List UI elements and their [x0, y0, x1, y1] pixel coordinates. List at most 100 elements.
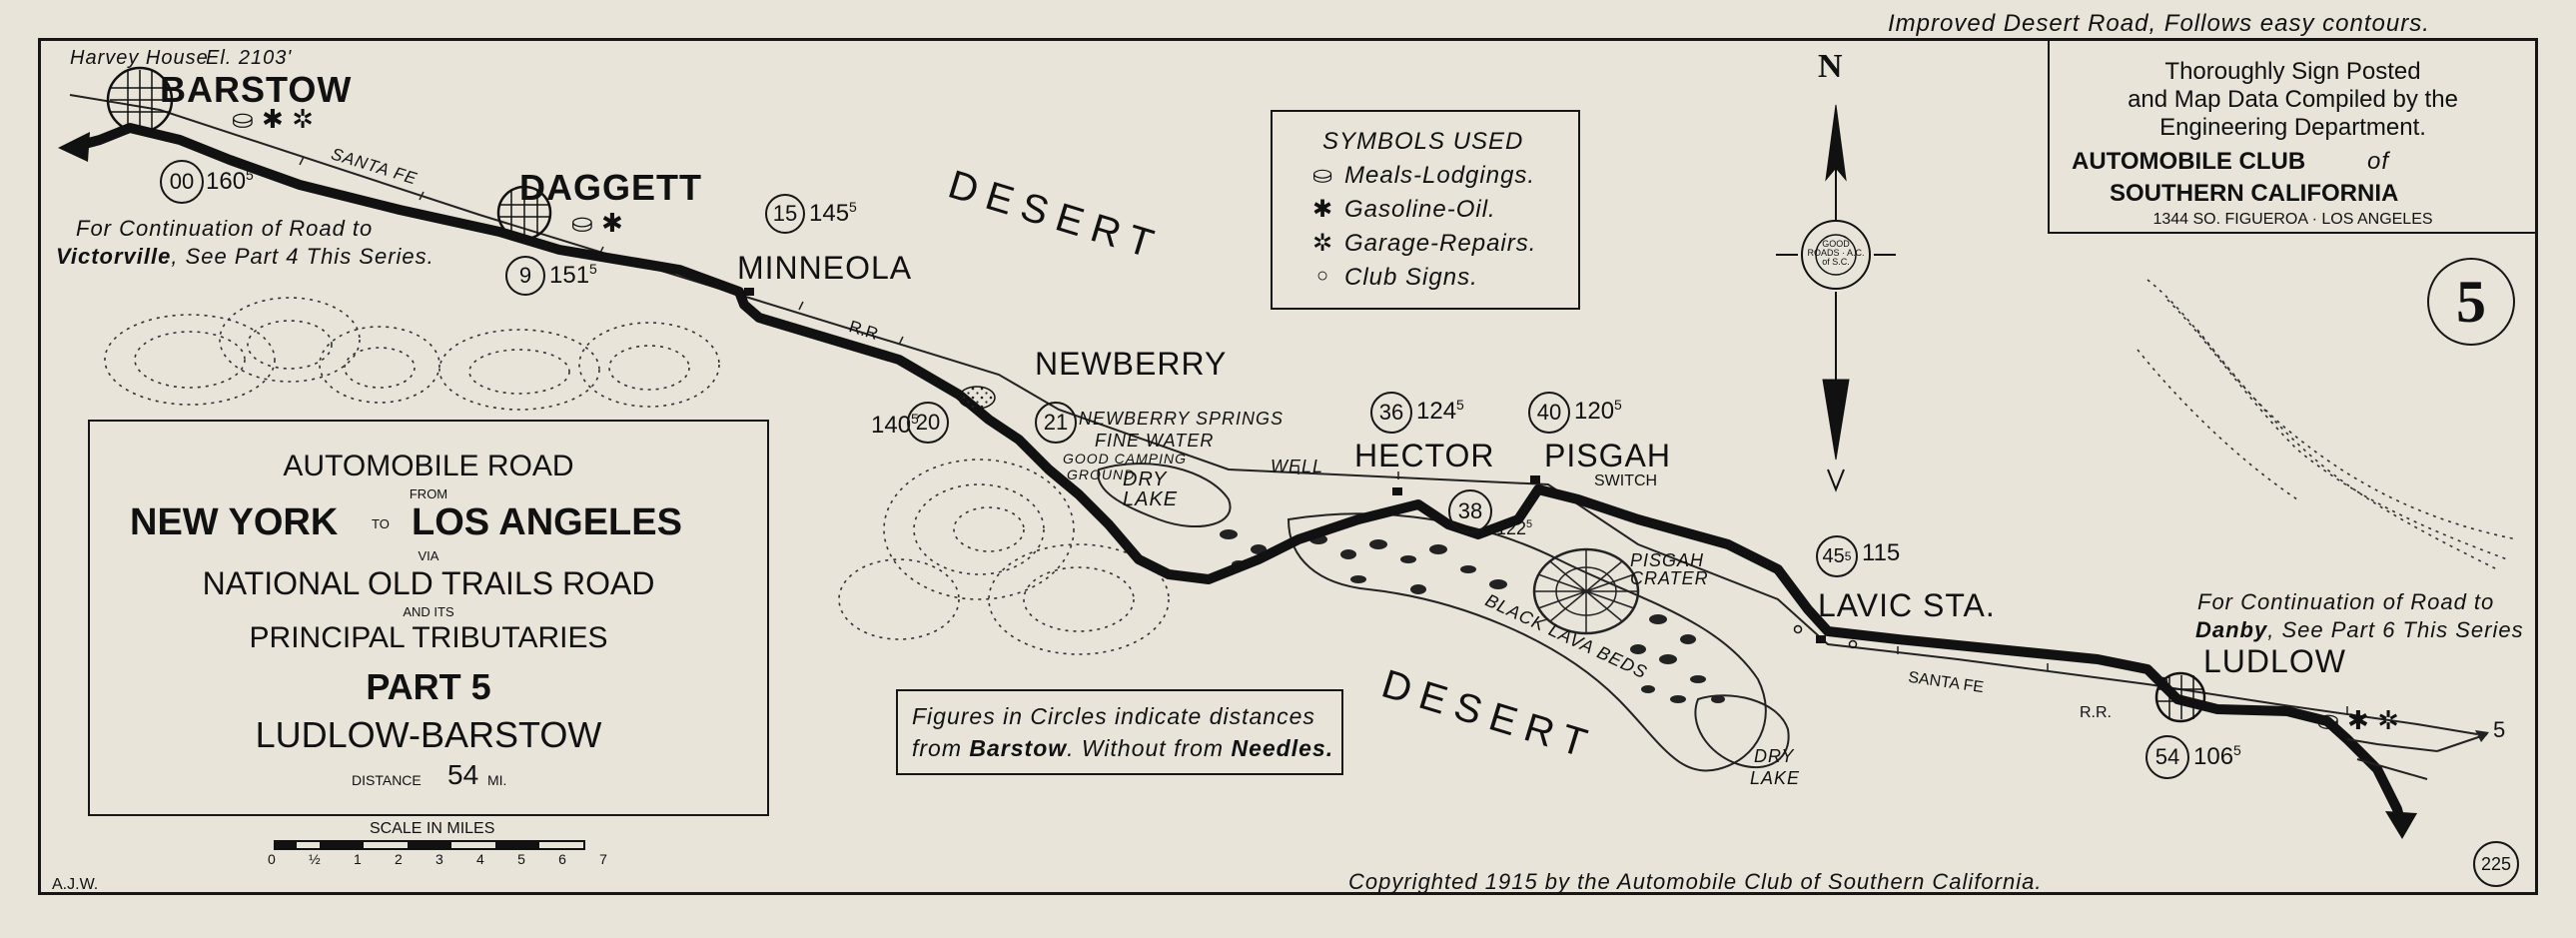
ludlow-needles-miles: 1065	[2193, 743, 2241, 769]
minneola-num: 145	[809, 200, 850, 227]
map-initials: A.J.W.	[52, 876, 99, 893]
club-credit-box: Thoroughly Sign Posted and Map Data Comp…	[2048, 38, 2538, 234]
note-from: from	[912, 735, 962, 761]
railroad-ties	[299, 156, 2348, 714]
continuation-west-line2: Victorville, See Part 4 This Series.	[56, 246, 434, 268]
rr-label-east: R.R.	[2080, 704, 2112, 721]
continuation-danby: Danby	[2195, 617, 2268, 642]
club-name-a: AUTOMOBILE CLUB	[2072, 148, 2306, 175]
compass-north-label: N	[1818, 48, 1843, 85]
club-credit-line1: Thoroughly Sign Posted	[2164, 58, 2421, 85]
club-name-of: of	[2367, 148, 2390, 175]
newberry-left-circle: 20	[907, 402, 949, 444]
barstow-num: 160	[206, 168, 247, 195]
barstow-sup: 5	[246, 167, 254, 183]
pisgah-crater	[1532, 547, 1640, 635]
club-credit-line2: and Map Data Compiled by the	[2128, 86, 2458, 113]
daggett-town-grid	[496, 185, 552, 241]
ludlow-name: LUDLOW	[2203, 643, 2346, 679]
note-barstow: Barstow	[969, 735, 1068, 761]
road-west-arrowhead	[58, 132, 90, 162]
minneola-mile-circle: 15	[765, 194, 805, 234]
lavic-circle-sup: 5	[1844, 549, 1852, 563]
title-to: TO	[372, 516, 390, 531]
scale-tick: 6	[558, 851, 566, 867]
lavic-name: LAVIC STA.	[1818, 587, 1996, 623]
scale-tick: 5	[517, 851, 525, 867]
compass-rose-text: GOOD ROADS · A.C. of S.C.	[1807, 239, 1865, 267]
newberry-name: NEWBERRY	[1035, 346, 1228, 382]
compass-rose	[1776, 104, 1896, 492]
pisgah-mid-num: 122	[1496, 518, 1527, 538]
scale-tick: 2	[394, 851, 403, 867]
continuation-east-line1: For Continuation of Road to	[2197, 589, 2495, 614]
east-arrow-head	[2475, 730, 2489, 742]
title-route: LUDLOW-BARSTOW	[255, 714, 602, 755]
symbol-garage-repairs-icon: ✲	[1312, 230, 1333, 257]
hector-needles-miles: 1245	[1416, 398, 1464, 424]
symbol-meals-lodging-icon: ⛀	[1312, 162, 1333, 189]
scale-tick: ½	[309, 851, 321, 867]
title-line3: NATIONAL OLD TRAILS ROAD	[202, 565, 655, 601]
symbol-gasoline-label: Gasoline-Oil.	[1344, 196, 1496, 223]
continuation-east-line2: Danby, See Part 6 This Series	[2195, 619, 2524, 641]
road-east-arrowhead	[2385, 811, 2417, 839]
barstow-needles-miles: 1605	[206, 168, 254, 194]
daggett-name: DAGGETT	[519, 167, 702, 208]
hector-name: HECTOR	[1354, 438, 1495, 473]
continuation-west-rest: , See Part 4 This Series.	[171, 244, 434, 269]
svg-text:⛀ ✱: ⛀ ✱	[571, 209, 623, 239]
pisgah-crater-label: PISGAH CRATER	[1630, 550, 1709, 588]
symbol-club-sign-icon: ○	[1316, 265, 1329, 287]
note-line2: from Barstow. Without from Needles.	[912, 737, 1333, 760]
pisgah-mile-circle: 40	[1528, 392, 1570, 434]
copyright-line: Copyrighted 1915 by the Automobile Club …	[1348, 869, 2043, 894]
map-border	[38, 38, 2538, 895]
barstow-name: BARSTOW	[160, 69, 353, 110]
svg-text:⛀ ✱ ✲: ⛀ ✱ ✲	[232, 105, 314, 135]
dry-lake-2-b: LAKE	[1750, 768, 1801, 788]
note-line1: Figures in Circles indicate distances	[912, 703, 1315, 729]
hills-newberry	[838, 459, 1170, 655]
dry-lake-newberry	[1097, 463, 1232, 527]
page-number: 225	[2473, 841, 2519, 887]
ludlow-sup: 5	[2233, 742, 2241, 758]
club-sign-markers	[1793, 624, 2168, 686]
ludlow-town-grid	[2154, 671, 2206, 723]
title-distance-label: DISTANCE	[352, 772, 422, 788]
scale-bar	[274, 840, 585, 850]
well-label: WELL	[1271, 457, 1324, 476]
town-service-icons: ⛀ ✱ ✲ ⛀ ✱ ⛀ ✱ ✲	[232, 105, 2399, 736]
newberry-mile-circle: 21	[1035, 402, 1077, 444]
scale-tick: 7	[599, 851, 607, 867]
minneola-name: MINNEOLA	[737, 250, 913, 286]
title-from: FROM	[409, 486, 448, 501]
good-camping-label: GOOD CAMPING	[1063, 451, 1188, 467]
symbol-garage-label: Garage-Repairs.	[1344, 230, 1537, 257]
title-part: PART 5	[366, 666, 491, 707]
pisgah-switch-label: SWITCH	[1594, 472, 1658, 489]
daggett-sup: 5	[589, 261, 597, 277]
symbol-club-label: Club Signs.	[1344, 264, 1478, 291]
lavic-circle-num: 45	[1822, 544, 1845, 567]
east-arrow-label: 5	[2493, 717, 2506, 742]
lava-beds-outline	[1287, 512, 1767, 772]
svg-text:⛀ ✱ ✲: ⛀ ✱ ✲	[2317, 706, 2399, 736]
hector-num: 124	[1416, 398, 1457, 425]
continuation-east-rest: , See Part 6 This Series	[2267, 617, 2524, 642]
scale-tick: 3	[435, 851, 443, 867]
club-credit-line3: Engineering Department.	[2159, 114, 2426, 141]
symbols-title: SYMBOLS USED	[1322, 128, 1524, 155]
pisgah-sup: 5	[1614, 397, 1622, 413]
fine-water-label: FINE WATER	[1095, 431, 1215, 451]
daggett-num: 151	[549, 262, 590, 289]
barstow-town-grid	[106, 66, 174, 134]
pisgah-mid-sup: 5	[1526, 518, 1533, 530]
lavic-needles-miles: 115	[1862, 539, 1901, 566]
daggett-mile-circle: 9	[505, 256, 545, 296]
pisgah-mid-circle: 38	[1448, 489, 1492, 533]
scale-ticks: 0 ½ 1 2 3 4 5 6 7	[268, 851, 607, 867]
scale-tick: 4	[476, 851, 484, 867]
ludlow-mile-circle: 54	[2146, 735, 2189, 779]
hector-sup: 5	[1456, 397, 1464, 413]
